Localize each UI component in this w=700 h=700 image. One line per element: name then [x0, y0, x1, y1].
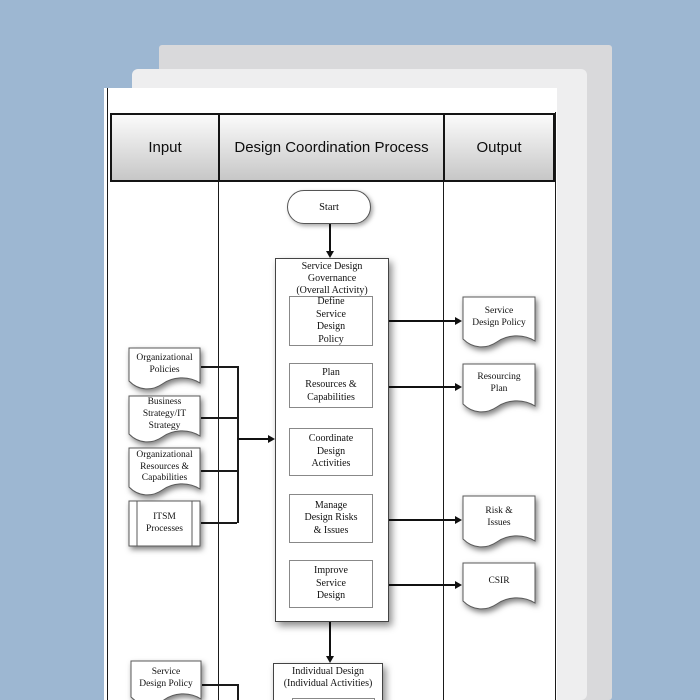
connector-org-resources	[201, 470, 237, 472]
page-right-rule	[555, 112, 556, 700]
column-divider-output	[443, 182, 444, 700]
arrow-to-service-design-policy	[373, 320, 455, 322]
arrow-to-csir	[373, 584, 455, 586]
connector-bottom	[237, 684, 239, 700]
arrow-to-risk-issues	[373, 519, 455, 521]
column-divider-input	[218, 182, 219, 700]
arrow-start-to-governance	[329, 224, 331, 251]
arrow-governance-to-individual-head	[325, 656, 334, 663]
predefined-process-shape	[128, 500, 201, 547]
input-label: Organizational Policies	[136, 352, 193, 375]
header-cell-input: Input	[110, 113, 220, 182]
arrow-start-to-governance-head	[325, 251, 334, 258]
input-label: ITSM Processes	[146, 511, 183, 534]
document-shape	[462, 296, 536, 348]
process-step-define-service-design-policy: Define Service Design Policy	[289, 296, 373, 346]
connector-business-strategy	[201, 417, 237, 419]
document-shape	[128, 347, 201, 390]
arrow-to-csir-head	[455, 580, 462, 589]
input-service-design-policy: Service Design Policy	[130, 660, 202, 700]
process-step-plan-resources-capabilities: Plan Resources & Capabilities	[289, 363, 373, 408]
input-label: Service Design Policy	[139, 667, 193, 689]
output-risk-issues: Risk & Issues	[462, 495, 536, 550]
start-terminator: Start	[287, 190, 371, 224]
arrow-inputs-to-governance	[237, 438, 268, 440]
document-shape	[462, 562, 536, 610]
document-shape	[462, 363, 536, 413]
input-label: Business Strategy/IT Strategy	[142, 397, 187, 431]
output-label: Risk & Issues	[485, 505, 513, 528]
connector-org-policies	[201, 366, 237, 368]
input-organizational-policies: Organizational Policies	[128, 347, 201, 392]
input-organizational-resources-capabilities: Organizational Resources & Capabilities	[128, 447, 201, 498]
arrow-governance-to-individual	[329, 622, 331, 656]
arrow-to-resourcing-plan-head	[455, 382, 462, 391]
arrow-to-service-design-policy-head	[455, 316, 462, 325]
input-business-strategy-it-strategy: Business Strategy/IT Strategy	[128, 395, 201, 445]
governance-title: Service Design Governance (Overall Activ…	[296, 261, 368, 297]
process-step-improve-service-design: Improve Service Design	[289, 560, 373, 608]
document-shape	[128, 447, 201, 496]
arrow-to-risk-issues-head	[455, 515, 462, 524]
connector-collector	[237, 366, 239, 523]
output-label: Resourcing Plan	[477, 372, 521, 394]
arrow-to-resourcing-plan	[373, 386, 455, 388]
individual-design-container	[273, 663, 383, 700]
connector-itsm	[201, 522, 237, 524]
individual-design-title: Individual Design (Individual Activities…	[283, 666, 373, 690]
output-resourcing-plan: Resourcing Plan	[462, 363, 536, 415]
process-step-manage-design-risks-issues: Manage Design Risks & Issues	[289, 494, 373, 543]
input-itsm-processes: ITSM Processes	[128, 500, 201, 547]
output-label: CSIR	[488, 576, 510, 587]
arrow-inputs-to-governance-head	[268, 434, 275, 443]
output-service-design-policy: Service Design Policy	[462, 296, 536, 350]
header-cell-process: Design Coordination Process	[218, 113, 445, 182]
output-csir: CSIR	[462, 562, 536, 612]
output-label: Service Design Policy	[472, 306, 526, 328]
input-label: Organizational Resources & Capabilities	[136, 449, 193, 484]
page-left-rule	[107, 88, 108, 700]
process-step-coordinate-design-activities: Coordinate Design Activities	[289, 428, 373, 476]
header-cell-output: Output	[443, 113, 555, 182]
connector-service-design-policy	[202, 684, 237, 686]
document-shape	[462, 495, 536, 548]
individual-design-step	[292, 698, 375, 700]
document-shape	[128, 395, 201, 443]
